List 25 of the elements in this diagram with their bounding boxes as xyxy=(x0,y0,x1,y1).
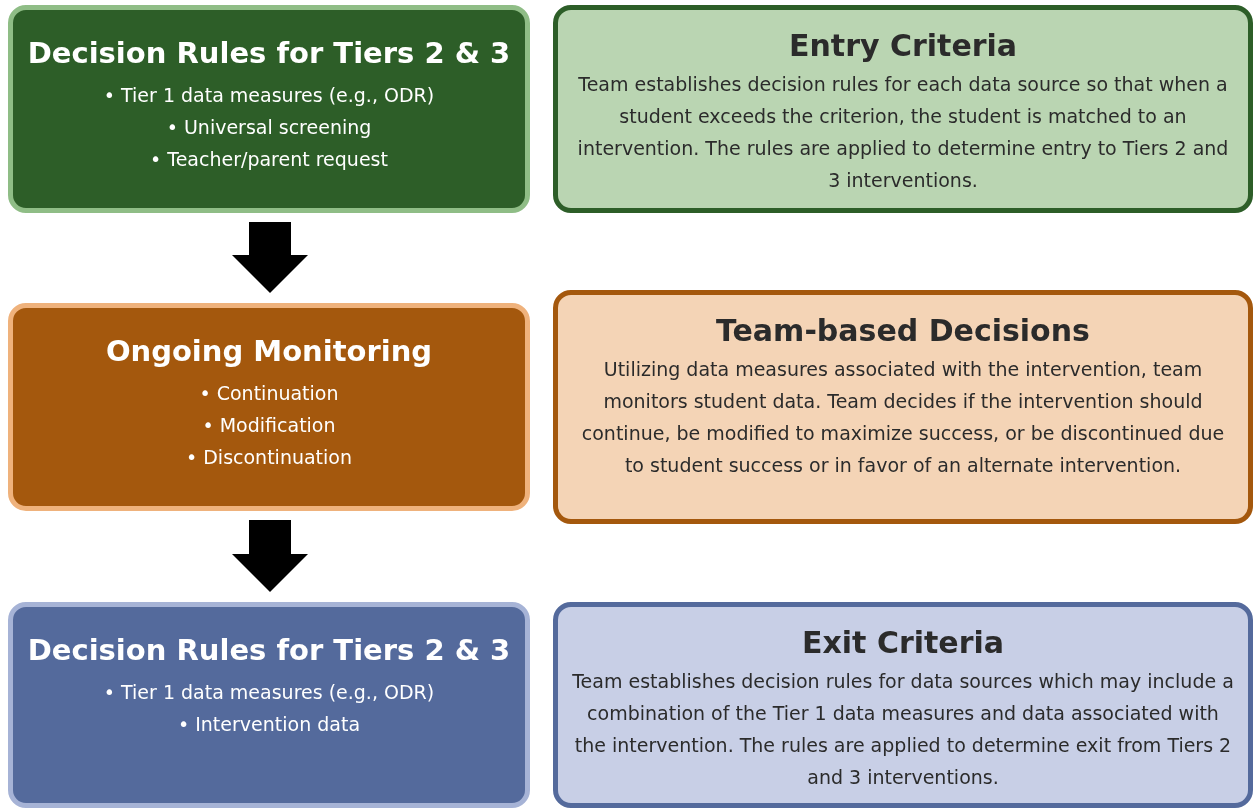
bullet-item: • Intervention data xyxy=(177,711,361,737)
block-arrow xyxy=(232,222,308,293)
stage-box xyxy=(8,602,530,808)
description-text: Utilizing data measures associated with the intervention, team monitors student data. Team decides if the intervention should continue, be modified to maximize success, or be discontinued due to student success or in favor of an alternate intervention. xyxy=(580,357,1226,478)
box-heading: Exit Criteria xyxy=(802,625,1004,661)
bullet-item: • Modification xyxy=(202,412,336,438)
bullet-item: • Tier 1 data measures (e.g., ODR) xyxy=(103,82,435,108)
description-box xyxy=(553,602,1253,808)
description-text: Team establishes decision rules for each data source so that when a student exceeds the criterion, the student is matched to an intervention. The rules are applied to determine entry to Tiers 2 and 3 interventions. xyxy=(576,72,1230,193)
bullet-item: • Teacher/parent request xyxy=(150,146,388,172)
description-box xyxy=(553,5,1253,213)
box-heading: Entry Criteria xyxy=(788,28,1018,64)
stage-box xyxy=(8,5,530,213)
bullet-item: • Tier 1 data measures (e.g., ODR) xyxy=(103,679,435,705)
bullet-item: • Universal screening xyxy=(166,114,372,140)
box-heading: Ongoing Monitoring xyxy=(105,334,433,369)
block-arrow xyxy=(232,520,308,592)
description-text: Team establishes decision rules for data sources which may include a combination of the Tier 1 data measures and data associated with the intervention. The rules are applied to determine exit from Tiers 2 and 3 interventions. xyxy=(571,669,1235,790)
box-heading: Team-based Decisions xyxy=(716,313,1090,349)
description-box xyxy=(553,290,1253,524)
box-heading: Decision Rules for Tiers 2 & 3 xyxy=(27,633,511,668)
box-heading: Decision Rules for Tiers 2 & 3 xyxy=(27,36,511,71)
bullet-item: • Discontinuation xyxy=(186,444,352,470)
bullet-item: • Continuation xyxy=(199,380,339,406)
stage-box xyxy=(8,303,530,511)
